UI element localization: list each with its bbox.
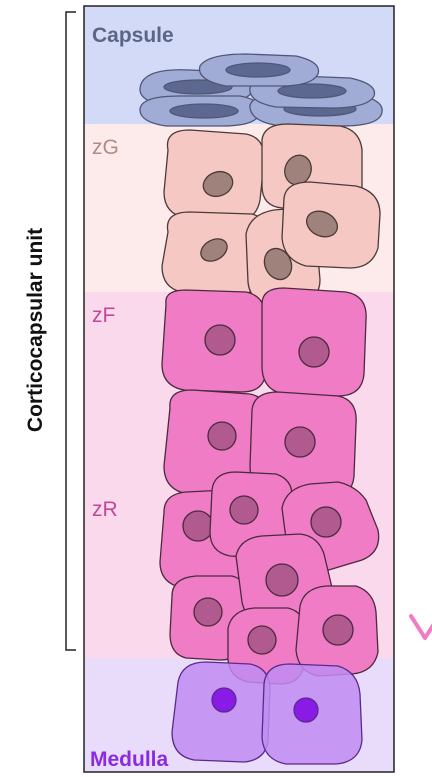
zf-label: zF <box>92 304 115 327</box>
zr-nucleus <box>230 496 258 524</box>
corticocapsular-bracket <box>66 12 76 650</box>
zf-nucleus <box>205 325 235 355</box>
zf-zr-cells <box>160 288 379 684</box>
zr-nucleus <box>248 626 276 654</box>
zr-nucleus <box>311 507 341 537</box>
capsule-label: Capsule <box>92 24 174 47</box>
zr-nucleus <box>323 615 353 645</box>
zf-nucleus <box>285 427 315 457</box>
capsule-nucleus <box>170 104 238 118</box>
corticocapsular-unit-label: Corticocapsular unit <box>24 228 47 432</box>
medulla-nucleus <box>212 688 236 712</box>
zg-label: zG <box>92 136 119 159</box>
capsule-nucleus <box>226 63 290 77</box>
zr-nucleus <box>183 511 213 541</box>
zf-nucleus <box>299 337 329 367</box>
medulla-label: Medulla <box>90 748 168 771</box>
medulla-cells <box>172 662 362 764</box>
gradient-arrow <box>411 78 432 638</box>
zr-nucleus <box>266 564 298 596</box>
zf-nucleus <box>208 422 236 450</box>
medulla-nucleus <box>294 698 318 722</box>
zr-nucleus <box>194 598 222 626</box>
zr-label: zR <box>92 498 118 521</box>
